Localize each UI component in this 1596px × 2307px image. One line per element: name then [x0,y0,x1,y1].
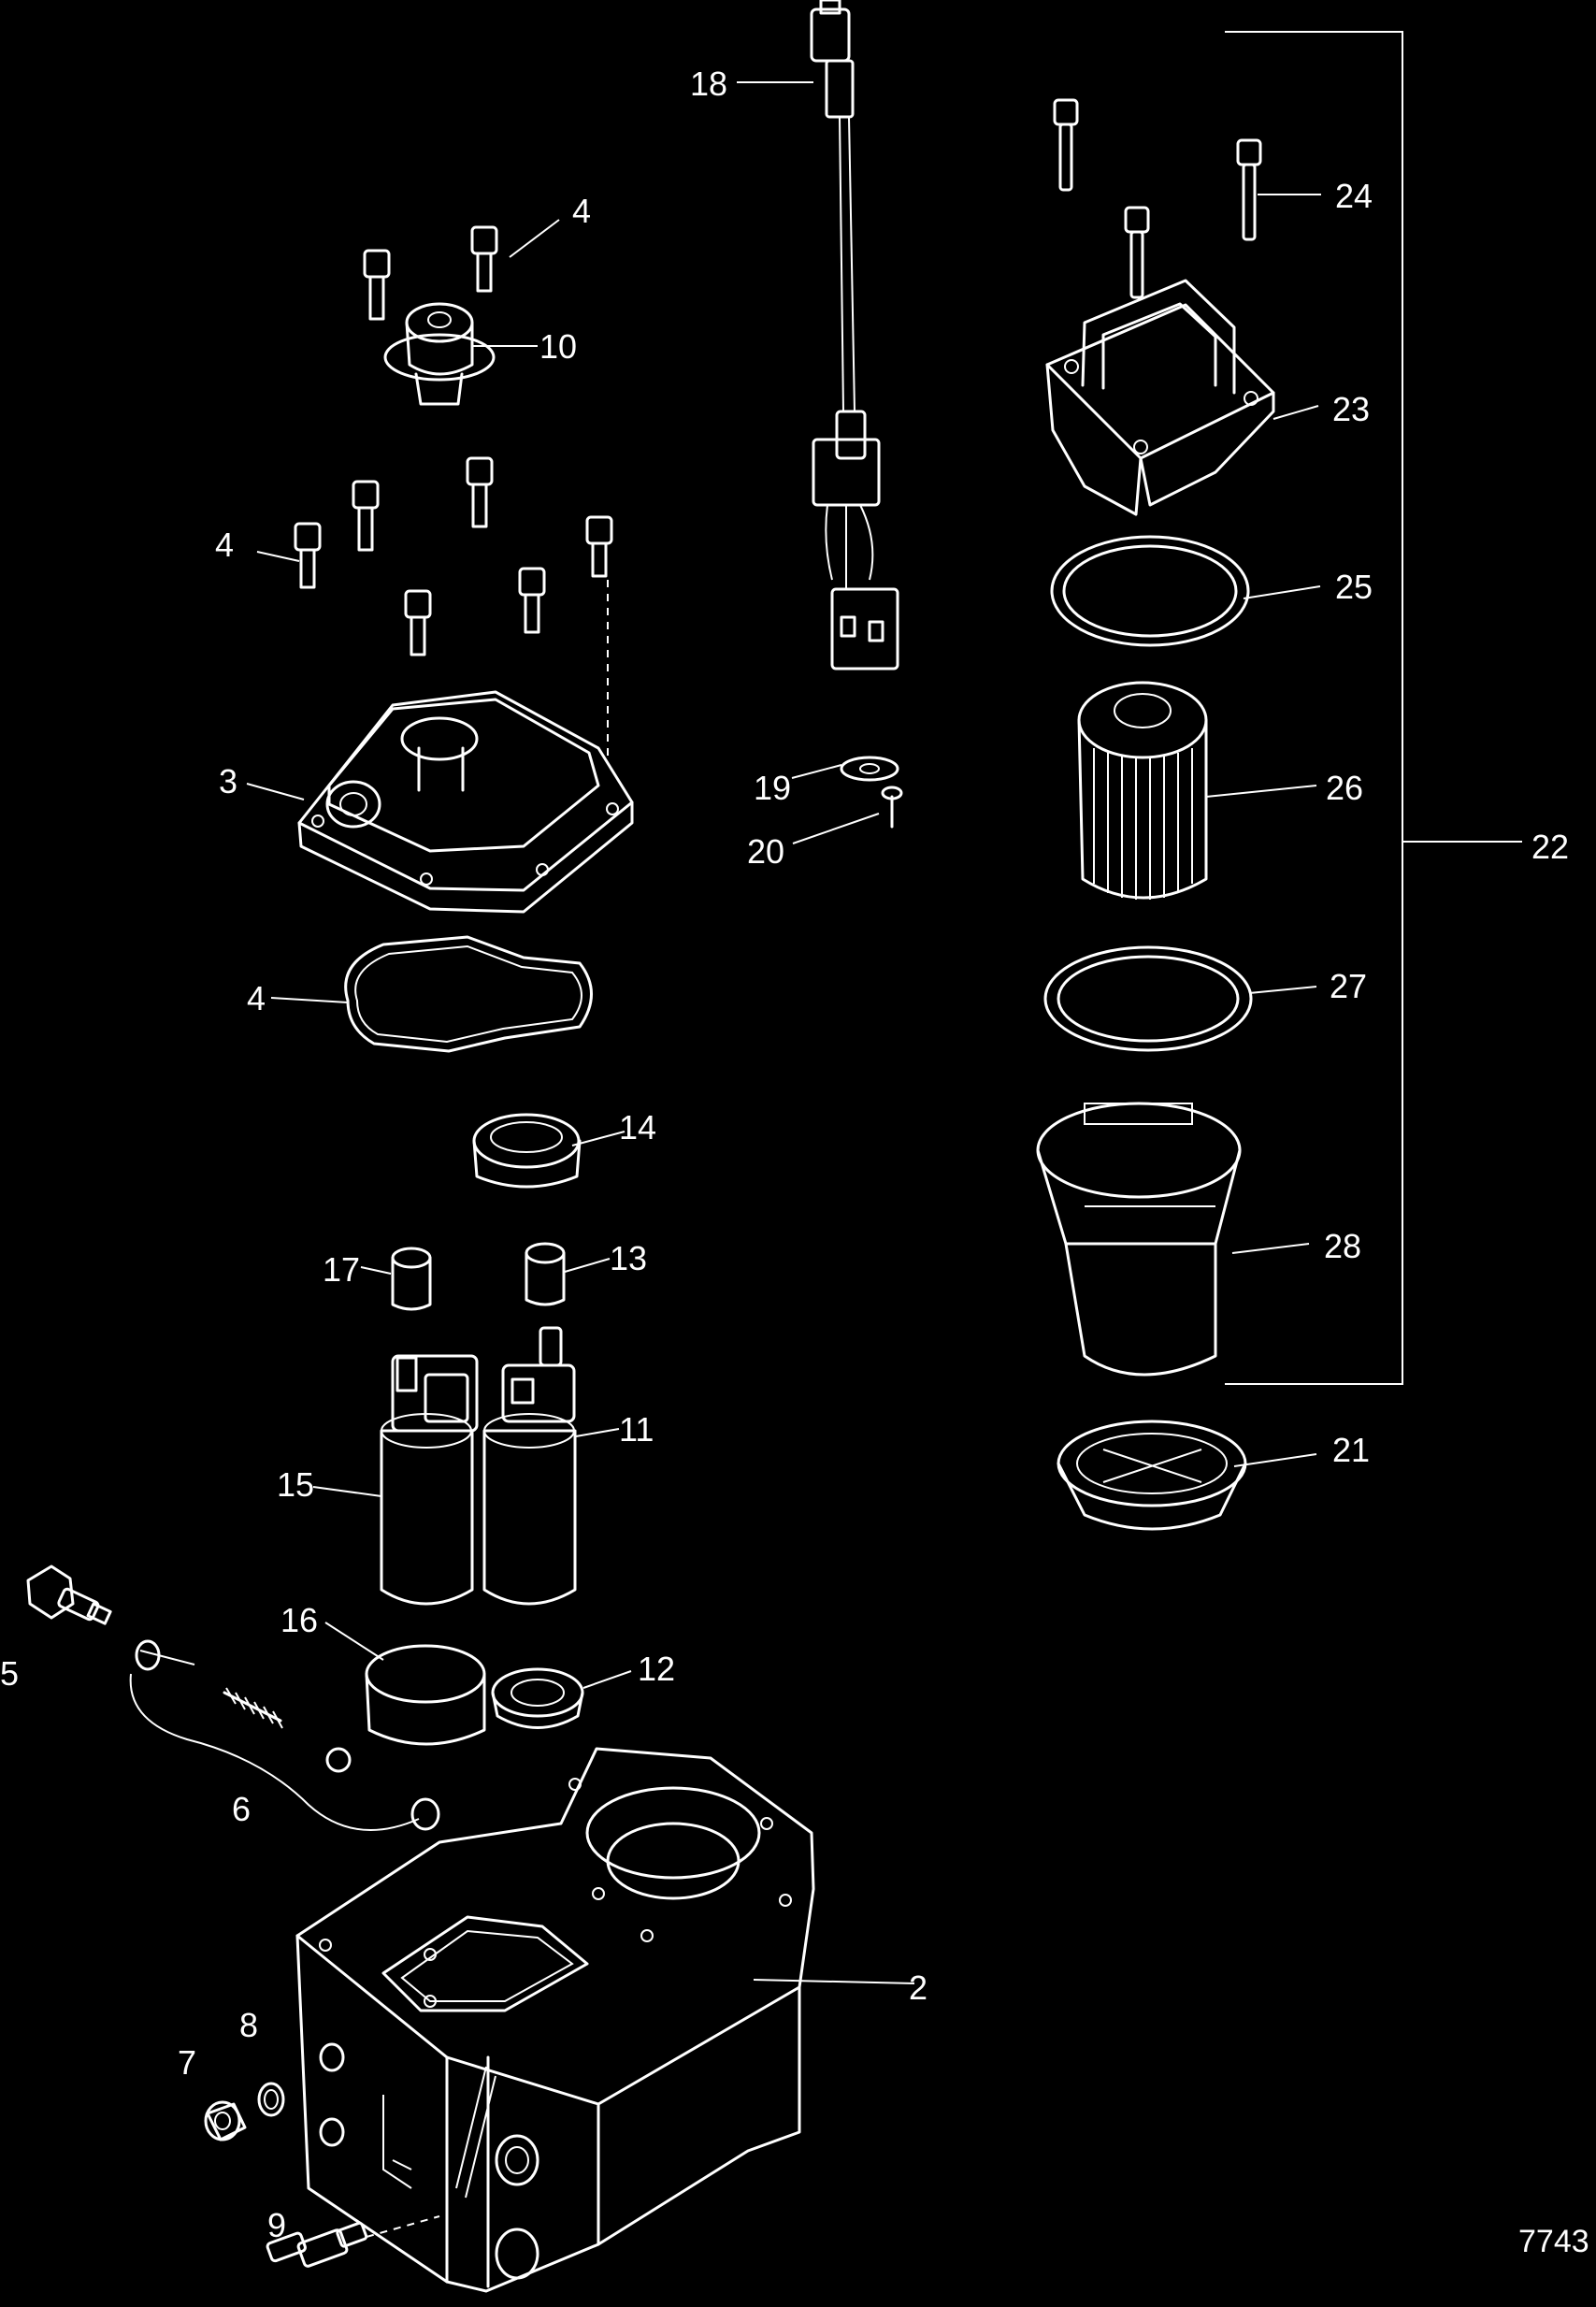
leader-lines [139,81,1321,1984]
part-25-seal-ring [1050,535,1250,647]
part-24-screws [1053,98,1262,299]
callout-labels: 18 4 10 4 3 4 19 20 14 17 13 11 15 16 12… [0,65,1589,2259]
part-13-spacer [525,1242,566,1306]
part-14-cushion [472,1113,582,1189]
callout-28: 28 [1324,1227,1361,1265]
part-26-filter-element [1077,681,1208,900]
callout-2: 3 [219,762,237,800]
callout-9: 9 [267,2206,286,2244]
callout-14: 14 [619,1108,656,1146]
callout-15: 15 [277,1465,314,1504]
callout-12: 12 [638,1650,675,1688]
part-18-wiring-harness [810,0,899,670]
callout-10: 10 [539,327,577,366]
callout-18: 18 [690,65,727,103]
callout-17: 17 [323,1250,360,1289]
callout-16: 16 [280,1601,318,1639]
callout-1: 2 [909,1968,927,2007]
callout-24: 24 [1335,177,1373,215]
part-9-fitting [266,2215,440,2268]
part-27-o-ring [1043,945,1253,1052]
part-11-fuel-pump [482,1326,577,1606]
part-3-gasket [344,935,593,1053]
part-7-plug [204,2100,247,2141]
callout-21: 21 [1332,1431,1370,1469]
callout-3: 4 [247,979,266,1017]
part-12-grommet [491,1667,584,1729]
part-19-clip [840,756,899,782]
part-17-spacer [391,1247,432,1311]
callout-6: 6 [232,1790,251,1828]
callout-13: 13 [610,1239,647,1277]
part-28-filter-bowl [1036,1102,1242,1377]
figure-id: 7743 [1518,2224,1589,2259]
part-10-regulator [383,302,496,406]
callout-11: 11 [619,1410,654,1449]
callout-4: 4 [572,192,591,230]
part-15-fuel-pump [380,1354,479,1606]
part-23-filter-head [1045,279,1275,516]
part-20-screw [881,786,903,829]
callout-8: 8 [239,2006,258,2044]
callout-5: 5 [0,1654,19,1693]
part-16-sleeve [365,1644,486,1746]
callout-22: 22 [1531,828,1569,866]
part-6-check-valve-kit [129,1639,440,1831]
callout-7: 7 [178,2043,196,2082]
part-5-fitting [26,1564,112,1625]
part-21-bowl-cap [1057,1420,1247,1531]
callout-23: 23 [1332,390,1370,428]
callout-4: 4 [215,526,234,564]
part-2-cover [297,690,634,914]
callout-25: 25 [1335,568,1373,606]
callout-19: 19 [754,769,791,807]
part-22-assembly-bracket [1225,31,1522,1385]
callout-20: 20 [747,832,784,871]
part-8-o-ring [257,2082,285,2117]
callout-27: 27 [1330,967,1367,1005]
part-1-housing [295,1747,815,2293]
part-4-screws [294,225,613,656]
callout-26: 26 [1326,769,1363,807]
